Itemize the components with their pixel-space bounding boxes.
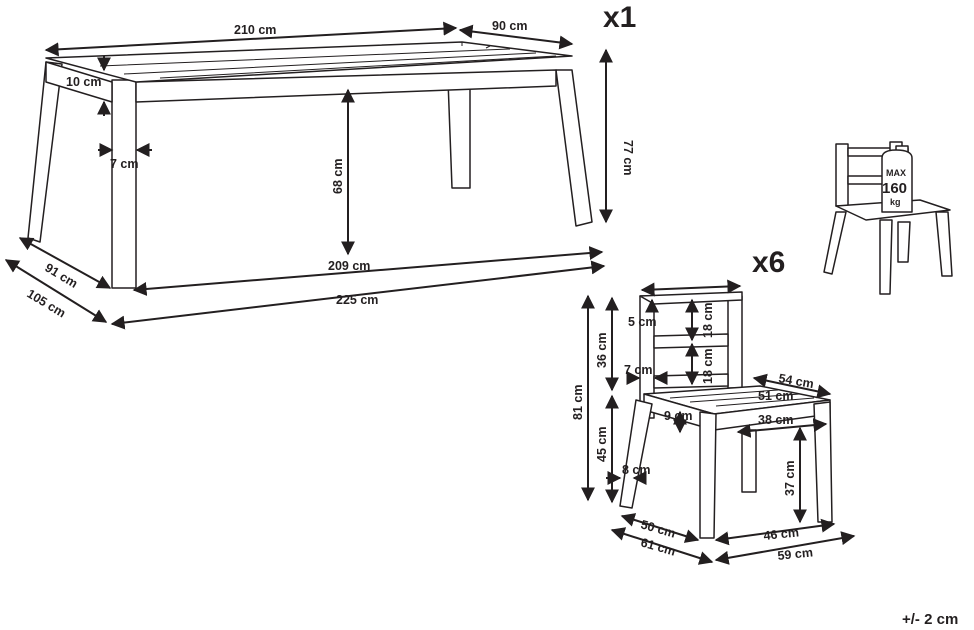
chair-labels: x6 5 cm 18 cm 18 cm 36 cm 81 cm 7 cm 54 … (571, 246, 815, 563)
table-back-leg-right (447, 79, 471, 189)
label-table-height: 77 cm (621, 140, 635, 175)
table-front-leg-left (111, 79, 137, 289)
dim-line-width-top (458, 24, 574, 50)
max-load-chair-icon: MAX 160 kg (823, 141, 953, 295)
max-load-line3: kg (890, 197, 901, 207)
label-chair-seat-depth-inner: 51 cm (758, 389, 793, 403)
weight-icon: MAX 160 kg (881, 141, 913, 213)
chair-front-leg-left (619, 399, 653, 509)
table-quantity: x1 (603, 1, 636, 34)
dim-line-chair-width-outer (610, 527, 714, 565)
label-table-length-top: 210 cm (234, 23, 276, 37)
chair-dimensions (581, 279, 856, 565)
chair-drawing (619, 291, 833, 539)
label-table-clearance: 68 cm (331, 159, 345, 194)
table-back-leg-left (27, 61, 63, 243)
dim-line-chair-seat-depth-outer (752, 373, 832, 399)
dim-line-chair-seat-width-inner (736, 418, 828, 438)
label-chair-back-top: 5 cm (628, 315, 657, 329)
label-table-apron: 10 cm (66, 75, 101, 89)
label-chair-seat-depth-outer: 54 cm (777, 371, 814, 391)
label-table-length-outer: 225 cm (336, 293, 378, 307)
table-front-leg-right (555, 69, 593, 227)
label-table-length-inner: 209 cm (328, 259, 370, 273)
label-chair-depth-outer: 59 cm (777, 545, 814, 563)
chair-back-post-right (727, 295, 743, 389)
label-table-leg: 7 cm (110, 157, 139, 171)
dim-line-length-outer (110, 260, 606, 330)
chair-rear-leg-right (741, 429, 757, 493)
max-load-line2: 160 (882, 180, 907, 197)
label-chair-leg: 8 cm (622, 463, 651, 477)
label-chair-seat-width-inner: 38 cm (758, 413, 793, 427)
label-chair-under-seat: 37 cm (783, 461, 797, 496)
tolerance-note: +/- 2 cm (902, 611, 958, 628)
label-chair-back-leg: 7 cm (624, 363, 653, 377)
max-load-line1: MAX (886, 168, 906, 178)
label-table-width-top: 90 cm (492, 19, 527, 33)
chair-rear-leg-far (813, 401, 833, 523)
label-chair-slat-lower: 18 cm (701, 349, 715, 384)
label-table-depth-outer: 105 cm (24, 287, 68, 321)
chair-quantity: x6 (752, 246, 785, 279)
dim-line-length-top (44, 21, 458, 57)
label-chair-back-height: 36 cm (595, 333, 609, 368)
dim-line-chair-depth-outer (714, 531, 856, 565)
table-dimensions (4, 21, 613, 330)
label-chair-depth-inner: 46 cm (763, 525, 800, 543)
dim-line-depth-outer (4, 259, 108, 323)
chair-front-leg-right (699, 411, 717, 539)
label-chair-apron: 9 cm (664, 409, 693, 423)
dim-line-chair-back-width (640, 279, 742, 297)
label-chair-slat-upper: 18 cm (701, 303, 715, 338)
table-side-apron (135, 69, 557, 103)
table-end-apron (45, 61, 113, 103)
label-chair-total-height: 81 cm (571, 385, 585, 420)
label-chair-seat-height: 45 cm (595, 427, 609, 462)
